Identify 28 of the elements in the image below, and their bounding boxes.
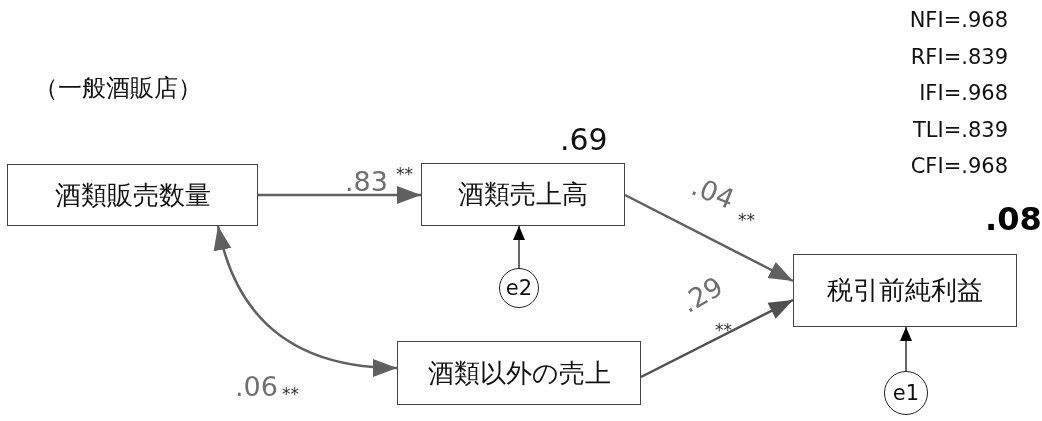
fit-index: CFI=.968 [910, 156, 1008, 177]
variable-box: 酒類以外の売上 [397, 341, 641, 405]
path-coefficient: .06 [235, 373, 278, 400]
variable-box: 税引前純利益 [793, 254, 1017, 327]
path-coefficient: .29 [676, 272, 728, 317]
path-coefficient: .04 [688, 171, 738, 214]
path-coefficient: .83 [345, 168, 388, 195]
title: （一般酒販店） [34, 76, 202, 100]
fit-index: IFI=.968 [919, 83, 1008, 104]
significance-mark: ** [715, 322, 732, 339]
variable-box: 酒類販売数量 [7, 164, 258, 226]
fit-index: NFI=.968 [909, 10, 1008, 31]
variable-box: 酒類売上高 [421, 163, 625, 226]
arrow [900, 326, 912, 372]
arrow [624, 193, 794, 283]
r-squared-value: .69 [560, 125, 608, 155]
r-squared-value: .08 [985, 203, 1042, 235]
arrow [640, 298, 794, 379]
arrow [214, 225, 398, 377]
significance-mark: ** [282, 386, 299, 403]
fit-index: RFI=.839 [910, 46, 1008, 68]
arrow [258, 186, 421, 204]
fit-index: TLI=.839 [912, 119, 1008, 141]
error-circle: e2 [499, 268, 539, 308]
significance-mark: ** [738, 212, 755, 229]
significance-mark: ** [396, 166, 413, 183]
arrow [513, 225, 525, 269]
error-circle: e1 [884, 371, 928, 415]
